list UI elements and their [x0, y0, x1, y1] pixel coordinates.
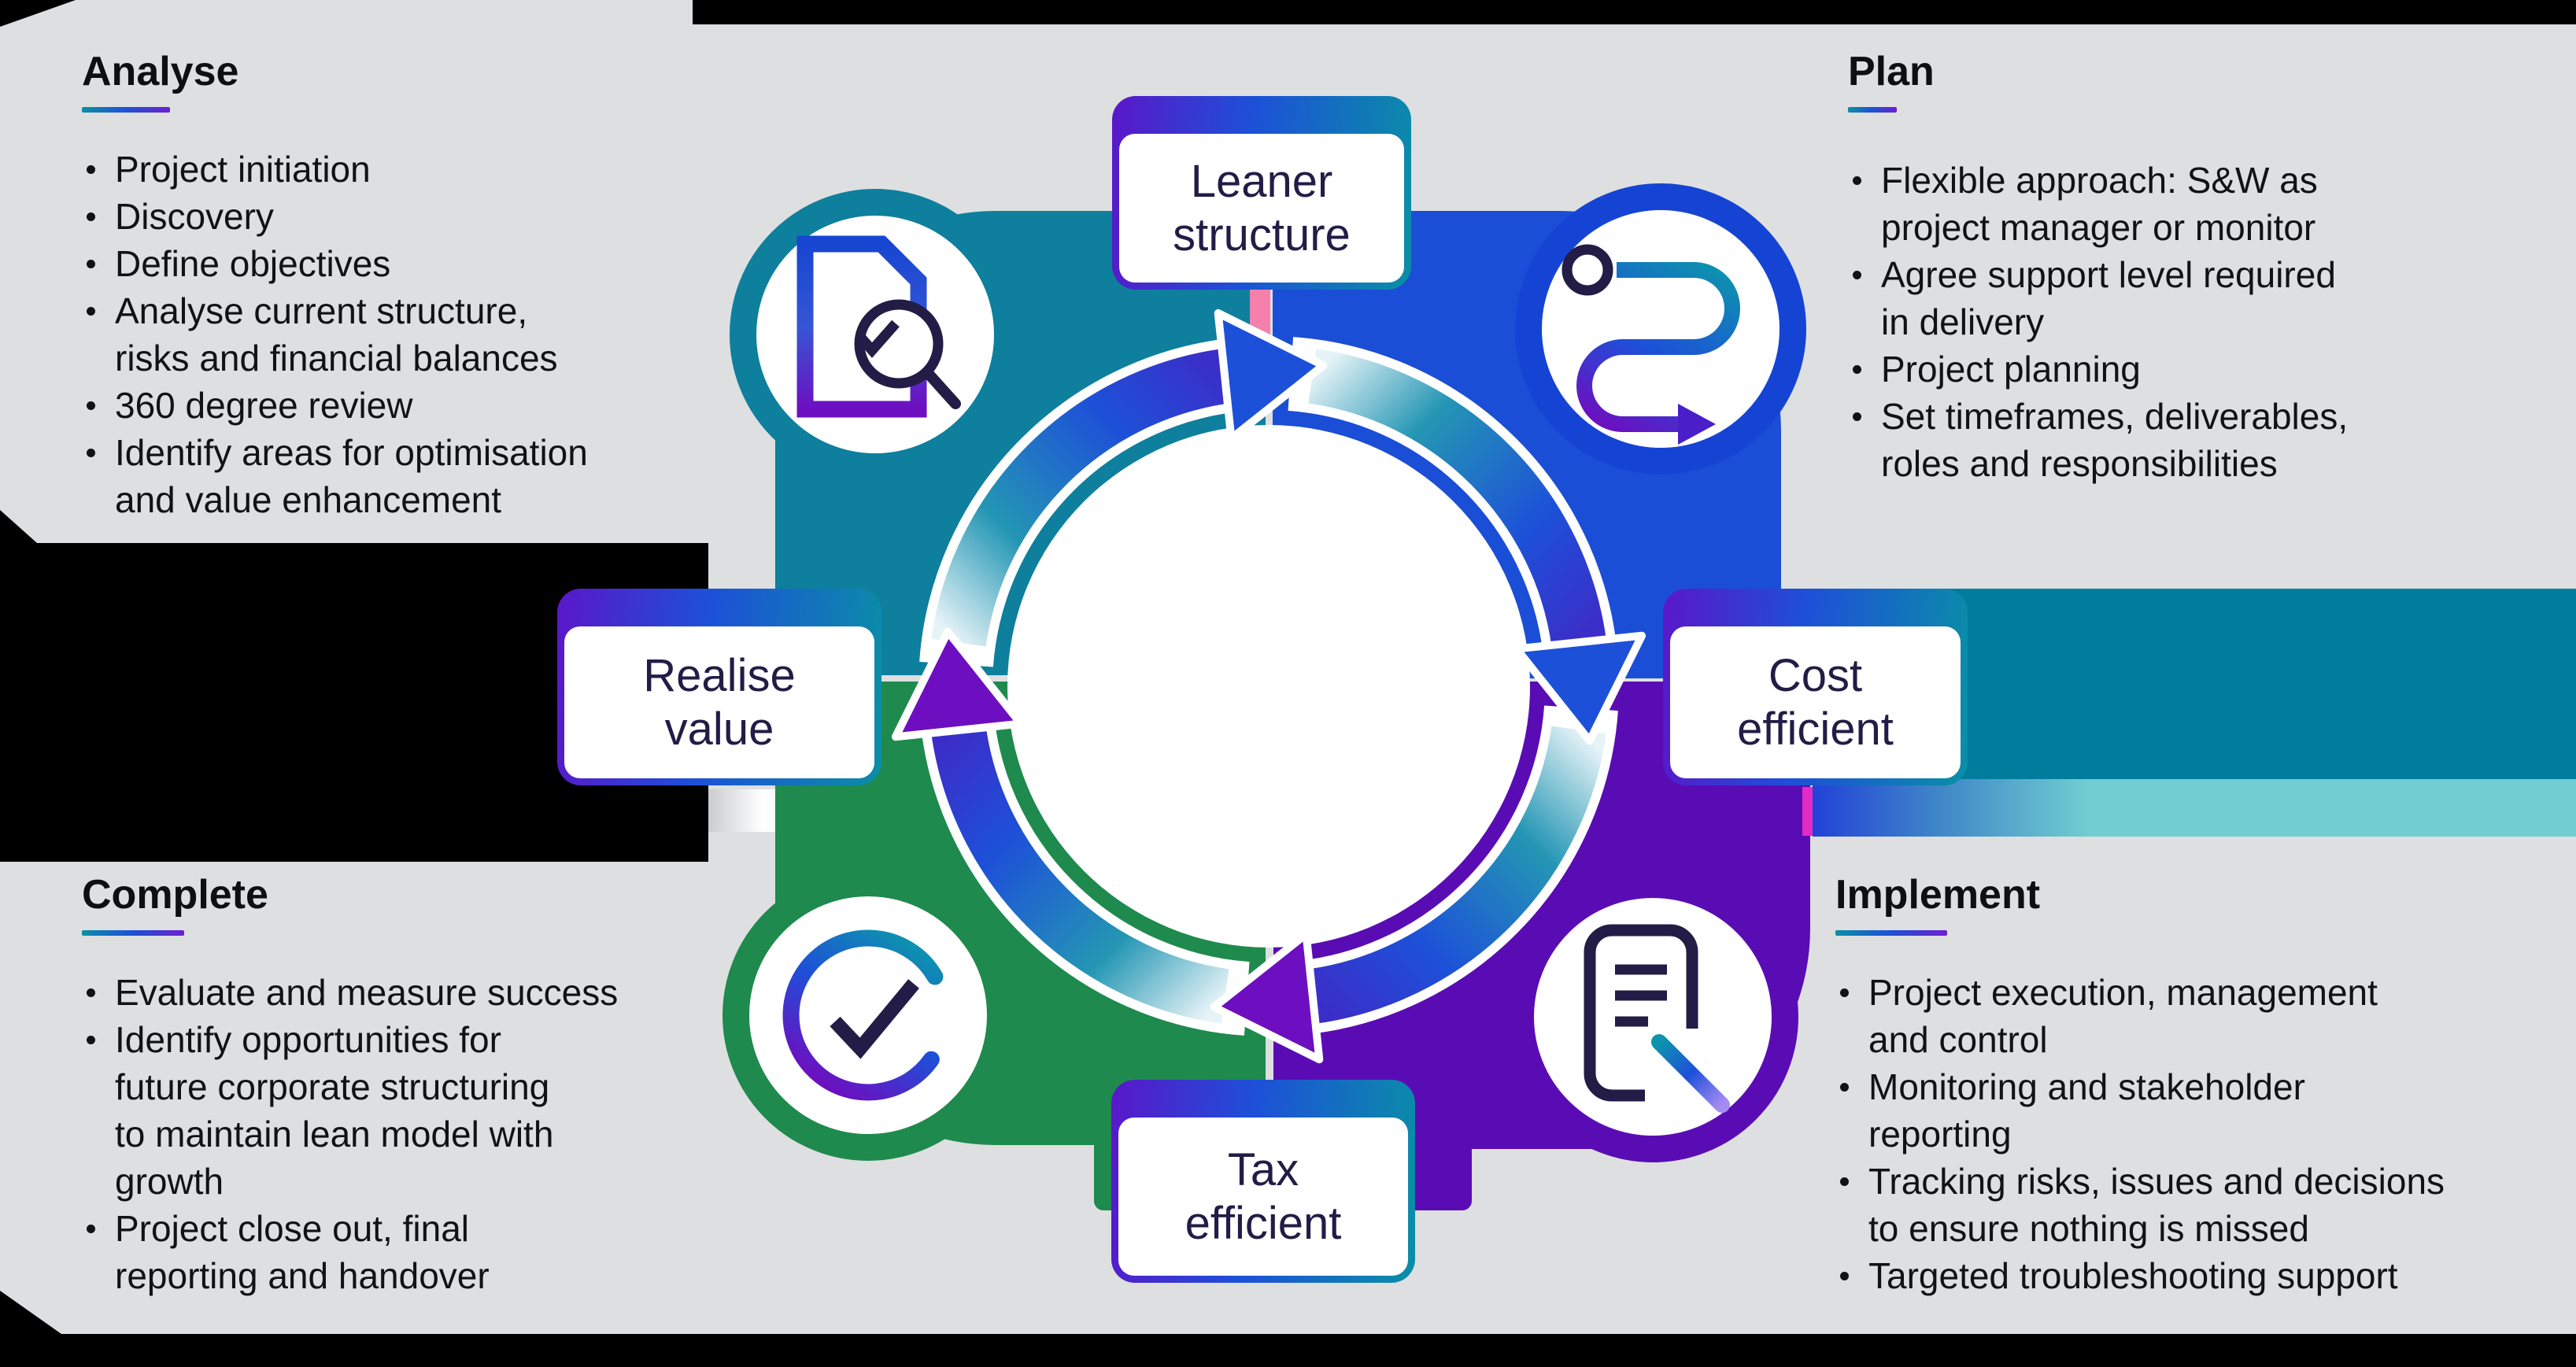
bullet-item: Discovery	[82, 193, 743, 240]
cycle-arrowhead-north	[1214, 308, 1328, 443]
card-line: efficient	[1185, 1197, 1342, 1249]
bullet-item: Project initiation	[82, 146, 743, 193]
check-circle-icon	[723, 870, 1014, 1161]
card-line: Tax	[1227, 1143, 1299, 1195]
complete-heading: Complete	[82, 872, 268, 918]
heading-underline	[82, 930, 184, 936]
bullet-item: Evaluate and measure success	[82, 969, 759, 1016]
document-pen-icon	[1507, 871, 1798, 1162]
card-realise-value: Realise value	[557, 589, 881, 785]
heading-underline	[1835, 930, 1947, 936]
document-search-icon	[730, 189, 1021, 480]
cycle-arrow-arcs	[931, 349, 1606, 1024]
card-tax-efficient: Tax efficient	[1111, 1080, 1415, 1283]
heading-underline	[82, 107, 170, 113]
card-line: Realise	[643, 649, 796, 701]
implement-heading: Implement	[1835, 872, 2041, 918]
bullet-item: Analyse current structure,risks and fina…	[82, 287, 743, 382]
complete-bullet-list: Evaluate and measure success Identify op…	[82, 969, 759, 1299]
bullet-item: Set timeframes, deliverables,roles and r…	[1848, 393, 2556, 487]
light-teal-band	[1813, 779, 2576, 837]
cycle-arrowhead-south	[1210, 929, 1324, 1064]
card-leaner-structure: Leaner structure	[1112, 96, 1411, 290]
card-line: value	[664, 703, 774, 755]
bullet-item: 360 degree review	[82, 382, 743, 429]
bullet-item: Define objectives	[82, 240, 743, 287]
card-line: Cost	[1768, 649, 1863, 701]
heading-underline	[1848, 107, 1897, 113]
card-line: Leaner	[1190, 155, 1333, 207]
cycle-arrowhead-east	[1512, 631, 1646, 745]
panel-bottom-left	[0, 862, 693, 1334]
analyse-section: Analyse Project initiation Discovery Def…	[82, 47, 743, 523]
cycle-center	[1007, 425, 1530, 948]
route-icon	[1515, 183, 1806, 475]
bullet-item: Project planning	[1848, 345, 2556, 393]
cycle-arrowhead-west	[891, 627, 1026, 741]
card-cost-efficient: Cost efficient	[1663, 589, 1968, 785]
magenta-connector	[1802, 787, 1813, 836]
panel-top-left	[0, 0, 693, 543]
bullet-item: Targeted troubleshooting support	[1835, 1252, 2575, 1299]
complete-section: Complete Evaluate and measure success Id…	[82, 870, 759, 1299]
analyse-bullet-list: Project initiation Discovery Define obje…	[82, 146, 743, 523]
card-line: structure	[1173, 209, 1351, 260]
plan-heading: Plan	[1848, 49, 1935, 94]
card-line: efficient	[1737, 703, 1894, 755]
analyse-heading: Analyse	[82, 49, 239, 94]
cycle-arrowheads	[891, 308, 1646, 1064]
